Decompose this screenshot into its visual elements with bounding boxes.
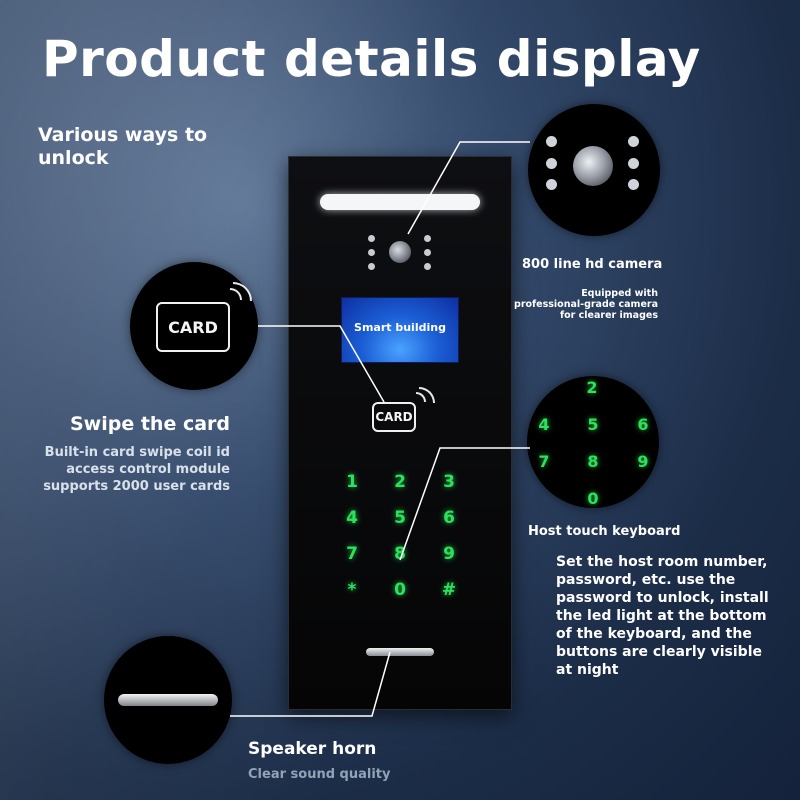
zoom-key: 9: [637, 452, 649, 471]
camera-lens: [389, 241, 411, 263]
keyboard-description: Set the host room number, password, etc.…: [556, 554, 769, 678]
ir-led: [424, 235, 431, 242]
card-reader-zoom: CARD: [156, 302, 230, 352]
ir-led: [546, 179, 557, 190]
zoom-key: 6: [637, 415, 649, 434]
device-key[interactable]: 1: [346, 472, 358, 492]
speaker-grille: [366, 648, 434, 656]
screen-text: Smart building: [354, 321, 446, 334]
ir-led: [546, 158, 557, 169]
keyboard-zoom-circle: [527, 376, 659, 508]
device-key[interactable]: 4: [346, 508, 358, 528]
speaker-grille-zoom: [118, 694, 218, 706]
ir-led: [368, 235, 375, 242]
device-key[interactable]: 8: [394, 544, 406, 564]
ir-led: [368, 249, 375, 256]
ir-led: [628, 158, 639, 169]
zoom-key: 7: [538, 452, 550, 471]
ir-led: [368, 263, 375, 270]
device-key[interactable]: 3: [443, 472, 455, 492]
intercom-device: [288, 156, 512, 710]
ir-led: [424, 263, 431, 270]
camera-lens-zoom: [573, 146, 613, 186]
zoom-key: 5: [587, 415, 599, 434]
keyboard-label: Host touch keyboard: [528, 524, 681, 539]
swipe-card-description: Built-in card swipe coil id access contr…: [43, 445, 230, 494]
device-key[interactable]: 6: [443, 508, 455, 528]
nfc-wave-icon: [233, 282, 252, 301]
device-key[interactable]: 9: [443, 544, 455, 564]
zoom-key: 8: [587, 452, 599, 471]
speaker-description: Clear sound quality: [248, 767, 391, 782]
unlock-heading: Various ways to unlock: [38, 124, 208, 169]
device-key[interactable]: 7: [346, 544, 358, 564]
page-title: Product details display: [42, 30, 701, 88]
light-bar: [320, 194, 480, 210]
ir-led: [628, 179, 639, 190]
swipe-card-label: Swipe the card: [70, 413, 231, 435]
ir-led: [628, 136, 639, 147]
camera-label: 800 line hd camera: [522, 257, 663, 272]
device-key[interactable]: 5: [394, 508, 406, 528]
speaker-label: Speaker horn: [248, 739, 377, 759]
device-key[interactable]: #: [441, 580, 457, 600]
ir-led: [546, 136, 557, 147]
device-key[interactable]: 2: [394, 472, 406, 492]
zoom-key: 0: [587, 489, 599, 508]
camera-description: Equipped with professional-grade camera …: [514, 288, 658, 321]
zoom-key: 4: [538, 415, 550, 434]
ir-led: [424, 249, 431, 256]
device-key[interactable]: *: [347, 580, 357, 600]
card-reader: CARD: [372, 402, 416, 432]
zoom-key: 2: [586, 378, 598, 397]
device-key[interactable]: 0: [394, 580, 406, 600]
